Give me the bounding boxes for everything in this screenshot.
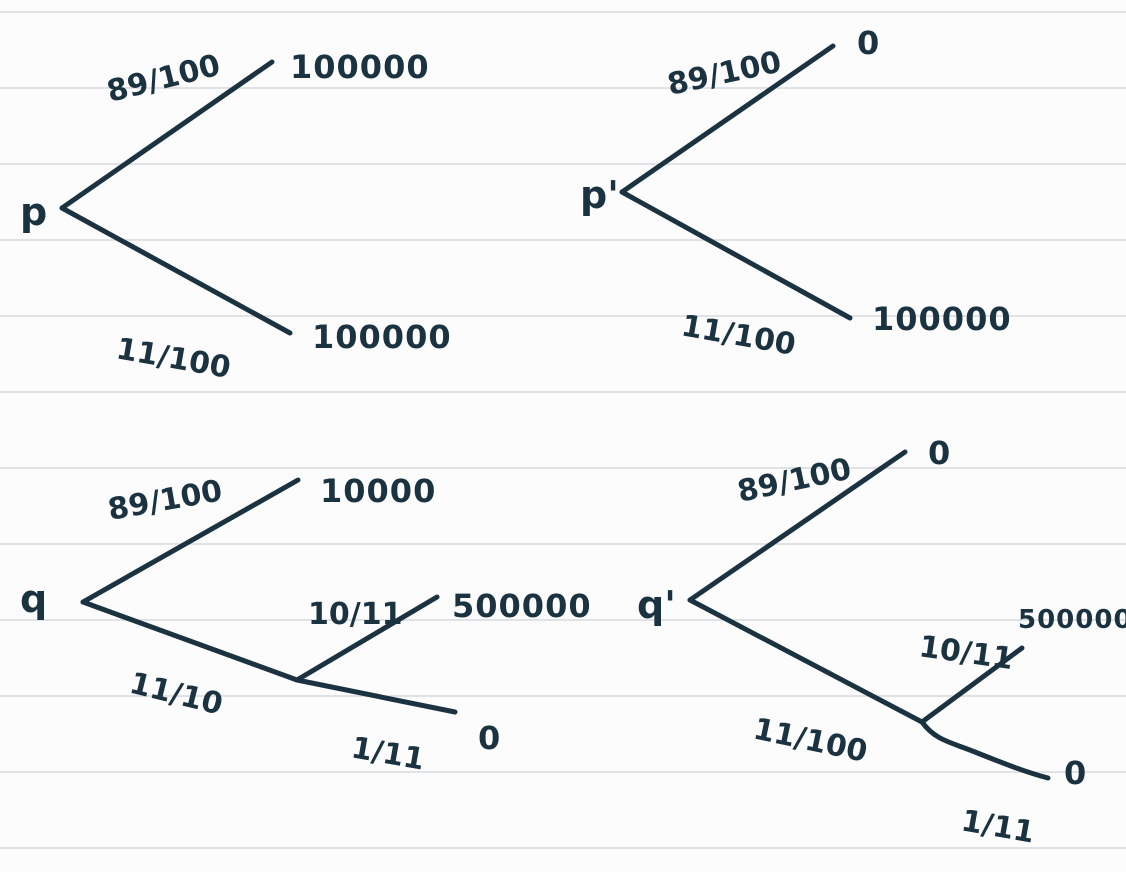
outcome-label-p-prime-lower: 100000 bbox=[872, 300, 1012, 338]
branch-q-sub-lower bbox=[294, 677, 458, 715]
root-label-p: p bbox=[20, 190, 47, 234]
branch-p-prime-upper bbox=[619, 43, 836, 195]
tree-q: q 89/100 11/10 10/11 1/11 10000 500000 0 bbox=[20, 472, 592, 778]
ruled-lines bbox=[0, 11, 1126, 849]
branch-q-prime-upper bbox=[687, 449, 908, 603]
branch-q-upper bbox=[80, 477, 301, 605]
branch-q-prime-sub-lower bbox=[919, 719, 1051, 781]
branch-p-lower bbox=[59, 205, 293, 336]
outcome-label-q-upper: 10000 bbox=[320, 472, 436, 510]
tree-q-prime: q' 89/100 11/100 10/11 1/11 0 500000 0 bbox=[637, 434, 1126, 851]
root-label-q-prime: q' bbox=[637, 583, 676, 627]
outcome-label-q-sub-upper: 500000 bbox=[452, 587, 592, 625]
prob-label-q-prime-sub-upper: 10/11 bbox=[917, 629, 1015, 677]
branch-p-upper bbox=[59, 59, 275, 211]
outcome-label-p-prime-upper: 0 bbox=[857, 24, 880, 62]
branch-q-prime-sub-upper bbox=[919, 645, 1025, 725]
outcome-label-p-lower: 100000 bbox=[312, 318, 452, 356]
prob-label-q-sub-upper: 10/11 bbox=[308, 597, 402, 632]
prob-label-p-upper: 89/100 bbox=[103, 48, 223, 110]
outcome-label-q-prime-upper: 0 bbox=[928, 434, 951, 472]
outcome-label-q-sub-lower: 0 bbox=[478, 719, 501, 757]
outcome-label-q-prime-sub-upper: 500000 bbox=[1018, 605, 1126, 635]
branch-q-prime-lower bbox=[687, 597, 925, 725]
root-label-q: q bbox=[20, 577, 47, 621]
prob-label-q-sub-lower: 1/11 bbox=[349, 730, 428, 777]
tree-p-prime: p' 89/100 11/100 0 100000 bbox=[580, 24, 1012, 363]
outcome-label-p-upper: 100000 bbox=[290, 48, 430, 86]
root-label-p-prime: p' bbox=[580, 173, 619, 217]
tree-p: p 89/100 11/100 100000 100000 bbox=[20, 48, 452, 386]
prob-label-q-upper: 89/100 bbox=[105, 473, 225, 527]
outcome-label-q-prime-sub-lower: 0 bbox=[1064, 754, 1087, 792]
branch-q-lower bbox=[80, 599, 300, 683]
prob-label-q-prime-sub-lower: 1/11 bbox=[959, 803, 1038, 850]
prob-label-q-prime-lower: 11/100 bbox=[750, 712, 870, 770]
prob-label-p-lower: 11/100 bbox=[114, 331, 234, 385]
prob-label-q-lower: 11/10 bbox=[126, 666, 226, 723]
branch-q-sub-upper bbox=[294, 594, 440, 683]
branch-p-prime-lower bbox=[619, 189, 853, 321]
